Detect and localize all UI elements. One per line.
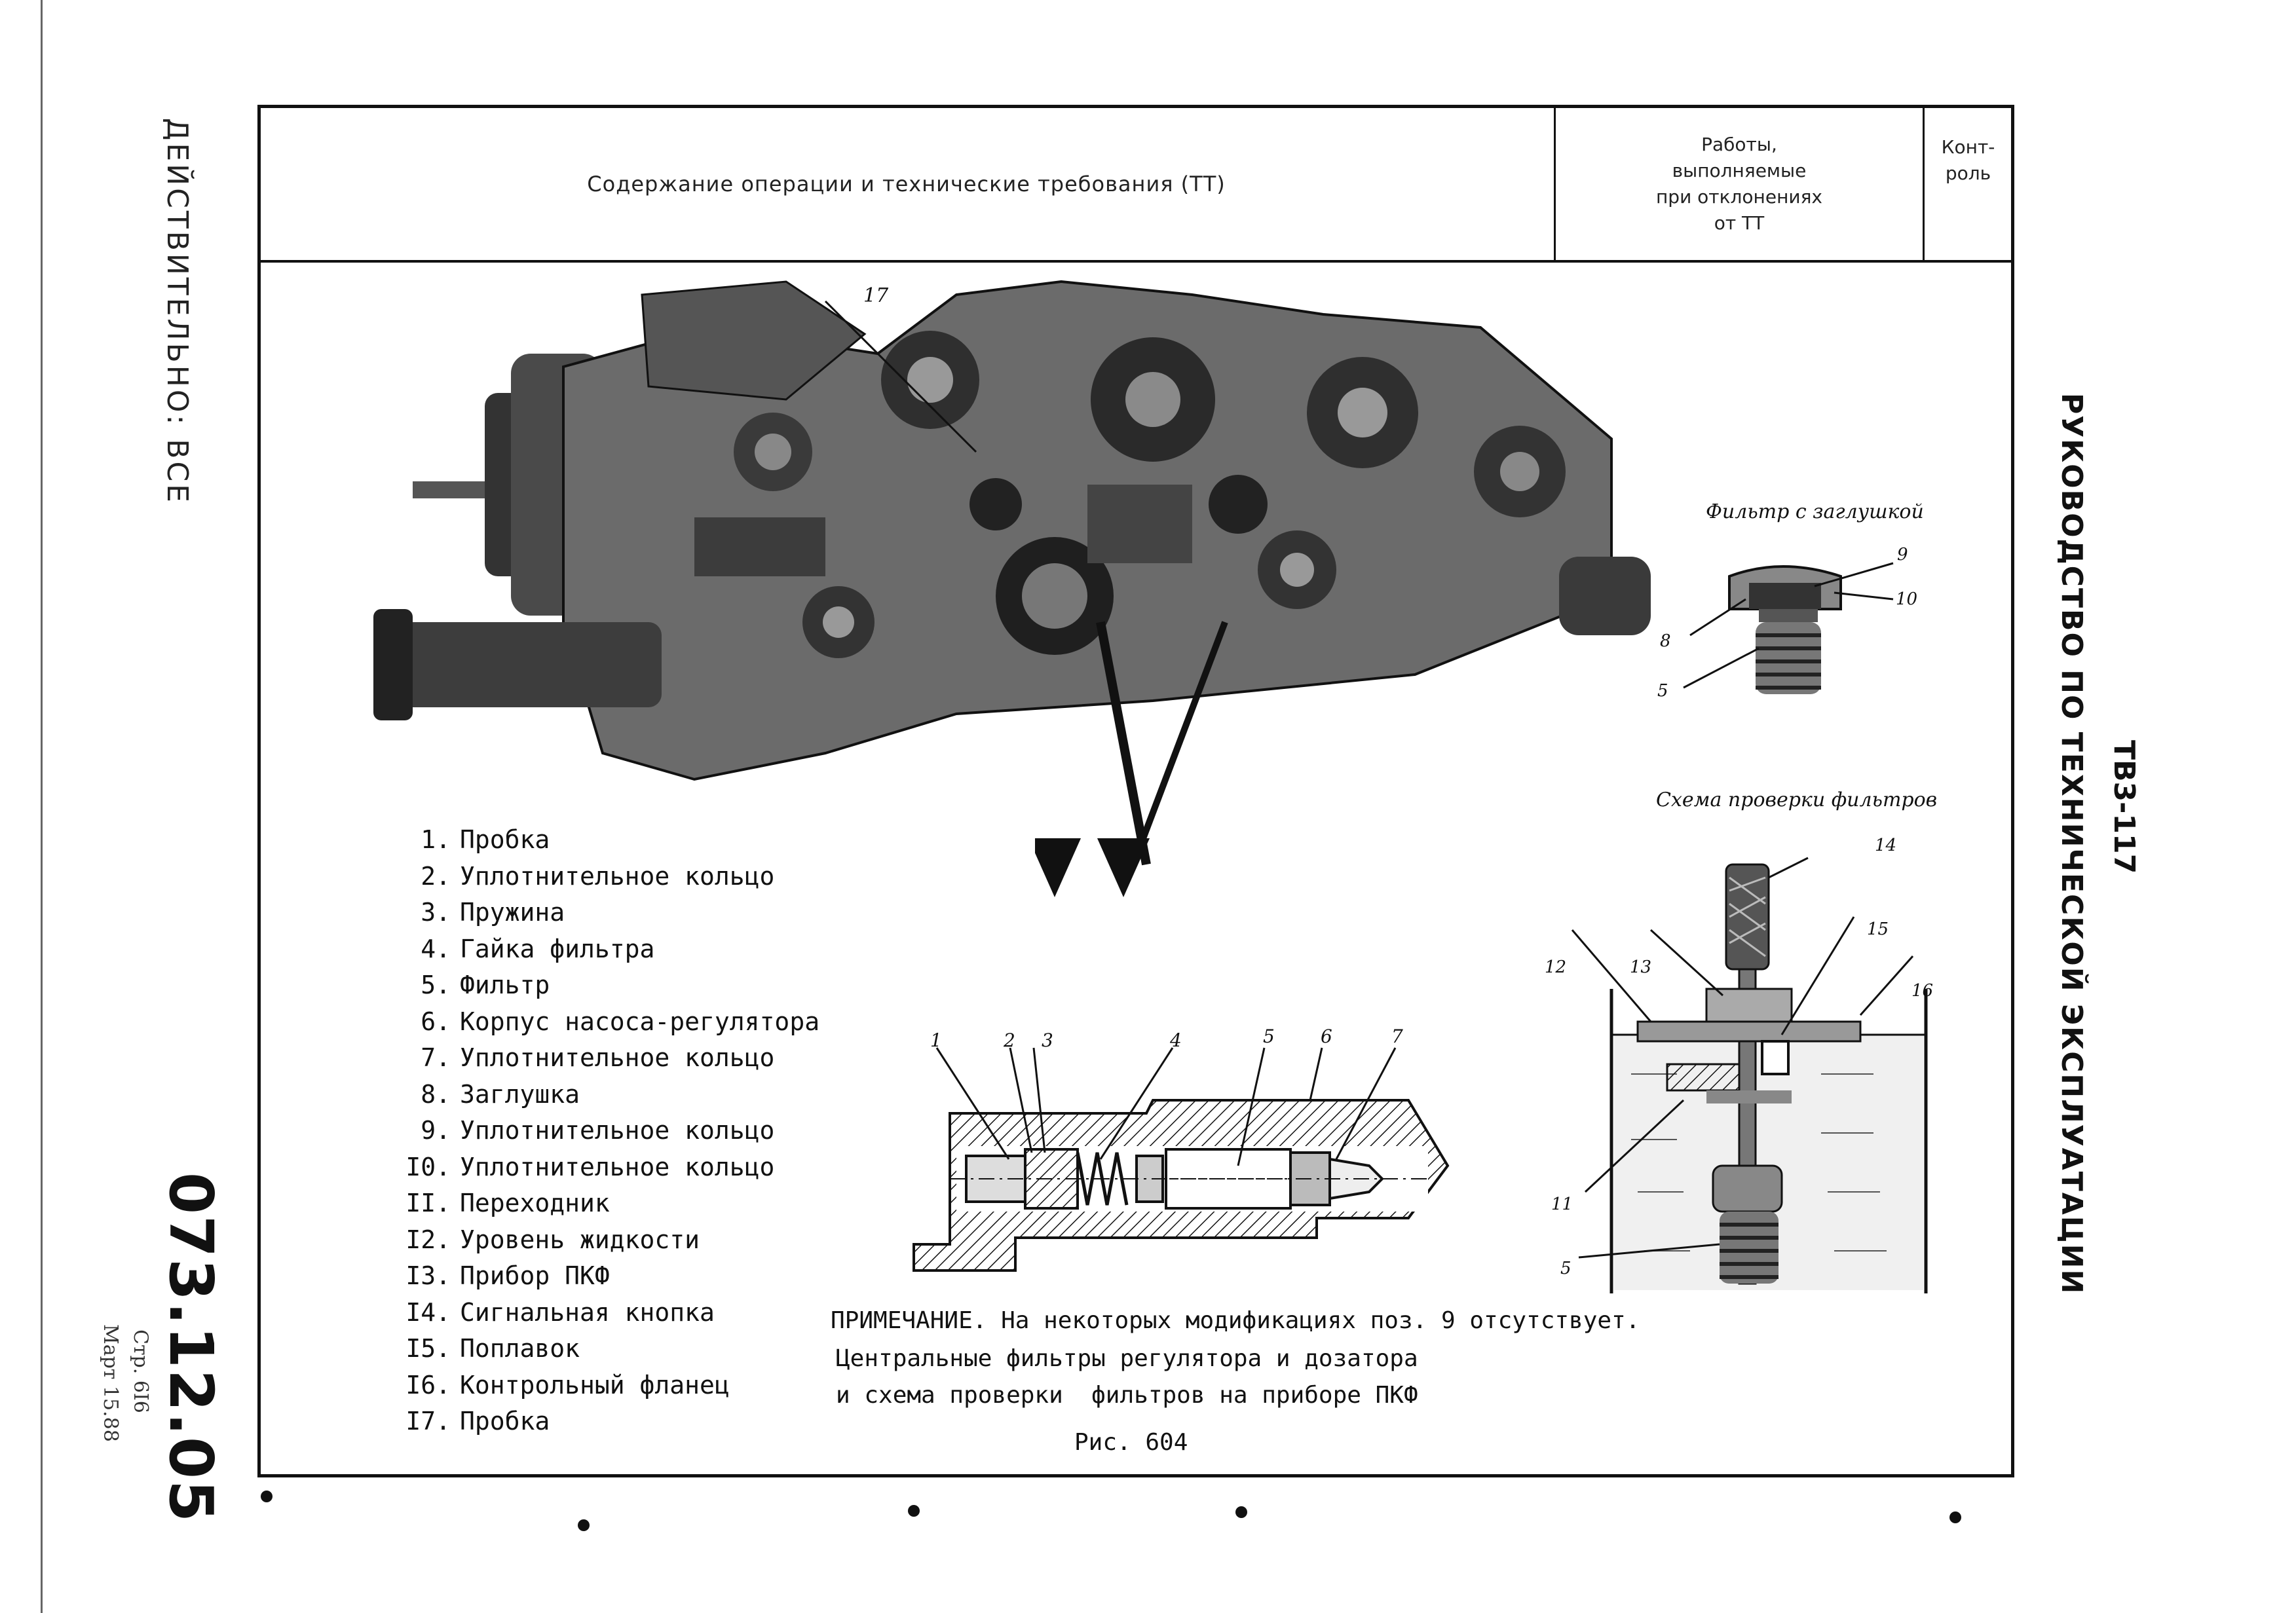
header-works-column: Работы, выполняемые при отклонениях от Т… (1556, 108, 1923, 260)
section-callout-6: 6 (1321, 1026, 1332, 1047)
section-callout-5: 5 (1263, 1026, 1275, 1047)
figure-caption-line-1: Центральные фильтры регулятора и дозатор… (836, 1345, 1418, 1372)
section-callout-4: 4 (1170, 1029, 1182, 1051)
legend-item: 9.Уплотнительное кольцо (421, 1116, 775, 1145)
filter-check-scheme (1571, 857, 1928, 1293)
legend-item: 1.Пробка (421, 825, 550, 854)
scan-mark (908, 1505, 920, 1517)
figure-note: ПРИМЕЧАНИЕ. На некоторых модификациях по… (831, 1307, 1640, 1334)
scan-mark (261, 1491, 273, 1502)
legend-item: I5.Поплавок (405, 1334, 580, 1363)
scan-mark (578, 1519, 590, 1531)
legend-item: I7.Пробка (405, 1407, 550, 1436)
scheme-callout-13: 13 (1630, 957, 1652, 977)
section-callout-7: 7 (1391, 1026, 1403, 1047)
scheme-callout-11: 11 (1551, 1195, 1573, 1214)
header-col-divider-2 (1923, 106, 1925, 261)
pump-regulator-illustration (373, 280, 1651, 866)
header-control-line: Конт- (1941, 136, 1995, 158)
filter-cap-drawing (1683, 562, 1894, 694)
legend-item: I4.Сигнальная кнопка (405, 1297, 715, 1327)
scheme-callout-12: 12 (1545, 957, 1567, 977)
legend-item: 2.Уплотнительное кольцо (421, 861, 775, 891)
header-works-line: выполняемые (1672, 160, 1807, 181)
legend-item: 7.Уплотнительное кольцо (421, 1043, 775, 1072)
cap-callout-5: 5 (1657, 681, 1668, 701)
legend-item: I6.Контрольный фланец (405, 1370, 730, 1400)
scheme-callout-15: 15 (1867, 919, 1889, 939)
cap-callout-9: 9 (1897, 545, 1908, 565)
callout-17: 17 (863, 284, 889, 307)
filter-section-drawing (913, 1047, 1450, 1272)
validity-label: ДЕЙСТВИТЕЛЬНО: ВСЕ (160, 118, 194, 505)
cap-callout-8: 8 (1660, 631, 1671, 651)
figure-number: Рис. 604 (1074, 1429, 1188, 1456)
legend-item: I0.Уплотнительное кольцо (405, 1152, 775, 1181)
scheme-callout-14: 14 (1875, 836, 1897, 855)
legend-item: 4.Гайка фильтра (421, 934, 655, 963)
header-content-column: Содержание операции и технические требов… (587, 172, 1226, 196)
legend-list: 1.Пробка 2.Уплотнительное кольцо 3.Пружи… (386, 822, 819, 1440)
scheme-title: Схема проверки фильтров (1656, 788, 1938, 811)
scan-mark (1949, 1511, 1961, 1523)
header-divider (259, 260, 2013, 263)
manual-title: РУКОВОДСТВО ПО ТЕХНИЧЕСКОЙ ЭКСПЛУАТАЦИИ (2055, 393, 2088, 1295)
page-number: Стр. 6I6 (129, 1329, 152, 1413)
section-callout-1: 1 (930, 1029, 942, 1051)
arrow-pointers (1035, 838, 1150, 897)
header-works-line: при отклонениях (1655, 186, 1822, 208)
header-control-column: Конт- роль (1925, 108, 2012, 213)
legend-item: 3.Пружина (421, 898, 565, 927)
scheme-callout-16: 16 (1911, 981, 1934, 1001)
legend-item: II.Переходник (405, 1189, 610, 1217)
legend-item: 8.Заглушка (421, 1079, 580, 1109)
legend-item: 5.Фильтр (421, 971, 550, 999)
header-works-line: Работы, (1701, 134, 1777, 155)
legend-item: I2.Уровень жидкости (405, 1225, 700, 1254)
legend-item: 6.Корпус насоса-регулятора (421, 1007, 820, 1036)
binding-edge (41, 0, 43, 1613)
document-number: 073.12.05 (156, 1172, 226, 1523)
revision-date: Март 15.88 (99, 1324, 122, 1442)
legend-item: I3.Прибор ПКФ (405, 1261, 610, 1290)
figure-caption-line-2: и схема проверки фильтров на приборе ПКФ (836, 1382, 1418, 1409)
section-callout-3: 3 (1042, 1029, 1053, 1051)
aircraft-type: ТВ3-117 (2107, 740, 2141, 874)
header-works-line: от ТТ (1714, 212, 1765, 234)
page-frame (257, 105, 2014, 1477)
cap-callout-10: 10 (1896, 589, 1918, 609)
scan-mark (1235, 1506, 1247, 1518)
header-control-line: роль (1945, 162, 1991, 184)
scheme-callout-5: 5 (1560, 1259, 1571, 1278)
filter-cap-title: Фильтр с заглушкой (1706, 500, 1924, 523)
header-col-divider-1 (1554, 106, 1556, 261)
section-callout-2: 2 (1004, 1029, 1015, 1051)
